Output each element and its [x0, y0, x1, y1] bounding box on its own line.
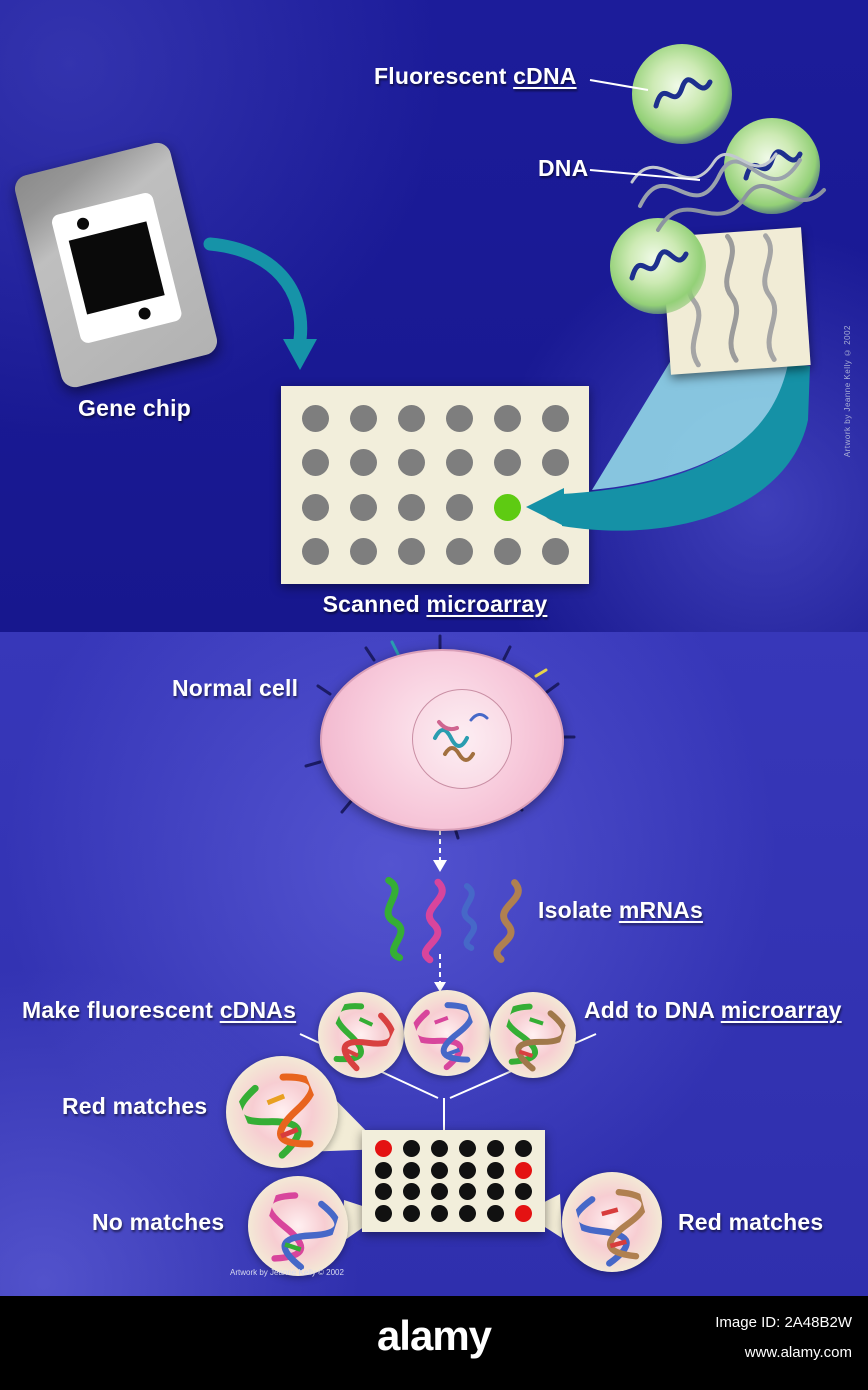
gene-chip-label: Gene chip	[78, 395, 191, 421]
alamy-logo: alamy	[376, 1312, 492, 1359]
microarray-spot	[349, 538, 377, 566]
cdna-sample-circle	[318, 992, 404, 1078]
fluorescent-cdna-ball	[632, 44, 732, 144]
nuclear-dna-icon	[433, 713, 489, 762]
microarray-spot	[486, 1204, 504, 1222]
microarray-spot	[349, 449, 377, 477]
microarray-spot	[541, 449, 569, 477]
microarray-spot	[445, 449, 473, 477]
mrna-strand-icon	[493, 879, 522, 963]
microarray-spot	[486, 1140, 504, 1158]
red-matches-right-label: Red matches	[678, 1209, 824, 1235]
microarray-spot	[431, 1140, 449, 1158]
microarray-spot	[301, 538, 329, 566]
microarray-spot	[458, 1140, 476, 1158]
microarray-spot	[431, 1161, 449, 1179]
microarray-spot	[493, 449, 521, 477]
fluorescent-cdna-ball	[610, 218, 706, 314]
microarray-spot	[486, 1183, 504, 1201]
panel-hybridization: Fluorescent cDNA DNA Gene chip Scanned m…	[0, 0, 868, 632]
microarray-spot	[514, 1140, 532, 1158]
scanned-microarray-grid	[281, 386, 589, 584]
microarray-spot	[431, 1204, 449, 1222]
double-helix-icon	[265, 1192, 341, 1271]
microarray-spot	[301, 449, 329, 477]
microarray-spot	[541, 538, 569, 566]
microarray-spot	[301, 493, 329, 521]
image-id-text: Image ID: 2A48B2W	[715, 1314, 852, 1331]
microarray-spot	[403, 1140, 421, 1158]
microarray-spot	[493, 538, 521, 566]
alamy-url-text: www.alamy.com	[744, 1344, 852, 1361]
double-helix-icon	[235, 1073, 316, 1159]
top-annotation-lines	[203, 79, 701, 370]
normal-cell-label: Normal cell	[172, 675, 299, 701]
mrna-strand-icon	[421, 878, 446, 964]
microarray-spot	[403, 1161, 421, 1179]
make-cdnas-label: Make fluorescent cDNAs	[22, 997, 297, 1023]
red-matches-top-label: Red matches	[62, 1093, 208, 1119]
result-microarray-grid	[362, 1130, 545, 1232]
cell-receptor-ticks	[304, 634, 576, 840]
microarray-spot	[397, 538, 425, 566]
microarray-spot	[514, 1183, 532, 1201]
microarray-spot	[375, 1161, 393, 1179]
panel-expression-workflow: Normal cell Isolate mRNAs Make fluoresce…	[0, 632, 868, 1296]
artist-credit-small: Artwork by Jeanne Kelly © 2002	[230, 1268, 344, 1277]
hybridization-funnel-arrow	[526, 352, 810, 531]
microarray-spot	[445, 404, 473, 432]
microarray-spot	[397, 493, 425, 521]
microarray-spot	[458, 1161, 476, 1179]
cdna-strand-icon	[653, 77, 713, 109]
cdna-sample-circle	[490, 992, 576, 1078]
cell-nucleus	[412, 689, 512, 789]
microarray-spot	[375, 1140, 393, 1158]
no-matches-label: No matches	[92, 1209, 225, 1235]
normal-cell	[320, 649, 564, 831]
microarray-spot	[445, 493, 473, 521]
microarray-spot	[493, 493, 521, 521]
fluorescent-cdna-label: Fluorescent cDNA	[374, 63, 577, 89]
mrna-strand-icon	[384, 876, 405, 962]
microarray-spot	[375, 1204, 393, 1222]
microarray-spot	[349, 493, 377, 521]
microarray-spot	[375, 1183, 393, 1201]
no-match-callout-circle	[248, 1176, 348, 1276]
microarray-spot	[514, 1204, 532, 1222]
microarray-spot	[458, 1183, 476, 1201]
microarray-spot	[514, 1161, 532, 1179]
microarray-spot	[458, 1204, 476, 1222]
red-match-callout-circle	[562, 1172, 662, 1272]
dna-tangle-icon	[630, 152, 826, 232]
add-to-microarray-label: Add to DNA microarray	[584, 997, 842, 1023]
microarray-spot	[397, 404, 425, 432]
dna-label: DNA	[538, 155, 589, 181]
artist-credit-vertical: Artwork by Jeanne Kelly © 2002	[843, 325, 852, 458]
microarray-spot	[403, 1183, 421, 1201]
microarray-spot	[301, 404, 329, 432]
microarray-spot	[493, 404, 521, 432]
double-helix-icon	[502, 1003, 568, 1072]
microarray-spot	[349, 404, 377, 432]
microarray-spot	[403, 1204, 421, 1222]
cdna-sample-circle	[404, 990, 490, 1076]
microarray-spot	[541, 404, 569, 432]
cdna-strand-icon	[629, 249, 689, 281]
microarray-spot	[486, 1161, 504, 1179]
isolate-mrnas-label: Isolate mRNAs	[538, 897, 703, 923]
mrna-strand-icon	[461, 883, 478, 951]
double-helix-icon	[333, 1003, 396, 1072]
microarray-spot	[431, 1183, 449, 1201]
microarray-spot	[445, 538, 473, 566]
red-match-callout-circle	[226, 1056, 338, 1168]
double-helix-icon	[571, 1189, 648, 1267]
scanned-microarray-label: Scanned microarray	[322, 591, 548, 617]
alamy-watermark-bar: alamy Image ID: 2A48B2W www.alamy.com	[0, 1296, 868, 1390]
microarray-spot	[397, 449, 425, 477]
double-helix-icon	[410, 1002, 475, 1071]
